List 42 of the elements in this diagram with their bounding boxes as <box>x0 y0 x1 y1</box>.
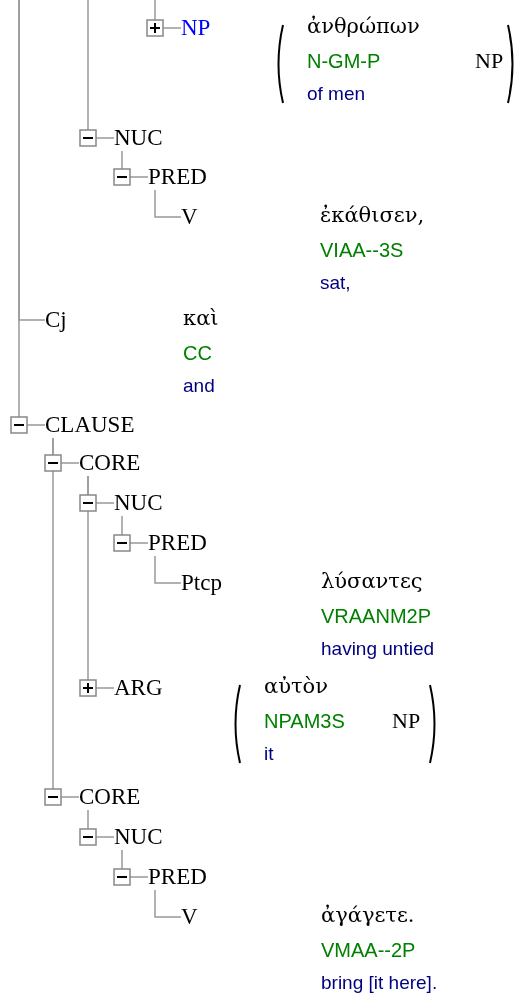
greek-word: ἀνθρώπων <box>307 13 420 39</box>
morphology-code: VMAA--2P <box>321 938 416 963</box>
tree-line <box>154 189 182 218</box>
tree-node-label: Cj <box>45 307 67 333</box>
english-gloss: of men <box>307 82 366 106</box>
tree-line <box>18 0 46 426</box>
tree-node-label: ARG <box>114 675 163 701</box>
tree-node-label: NUC <box>114 824 163 850</box>
morphology-code: NPAM3S <box>264 709 345 734</box>
phrase-label: NP <box>475 48 504 74</box>
english-gloss: having untied <box>321 637 435 661</box>
morphology-code: VIAA--3S <box>320 238 404 263</box>
morphology-code: VRAANM2P <box>321 604 432 629</box>
tree-node-label: NUC <box>114 490 163 516</box>
tree-node-label: CLAUSE <box>45 412 135 438</box>
tree-node-label: PRED <box>148 530 207 556</box>
tree-line <box>87 0 115 139</box>
morphology-code: CC <box>183 341 212 366</box>
tree-node-label: PRED <box>148 864 207 890</box>
greek-word: ἀγάγετε. <box>321 902 415 928</box>
morphology-code: N-GM-P <box>307 49 381 74</box>
tree-node-label: V <box>181 204 198 230</box>
tree-line <box>87 475 115 689</box>
english-gloss: it <box>264 742 274 766</box>
greek-word: λύσαντες <box>321 568 423 594</box>
tree-node-label: NP <box>181 15 211 41</box>
english-gloss: sat, <box>320 271 351 295</box>
greek-word: καὶ <box>183 305 219 331</box>
tree-line <box>154 555 182 584</box>
tree-node-label: CORE <box>79 784 141 810</box>
phrase-label: NP <box>392 708 421 734</box>
greek-word: αὐτὸν <box>264 673 328 699</box>
tree-line <box>52 437 80 798</box>
tree-node-label: NUC <box>114 125 163 151</box>
english-gloss: and <box>183 374 215 398</box>
greek-word: ἐκάθισεν, <box>320 202 425 228</box>
tree-node-label: V <box>181 904 198 930</box>
tree-node-label: Ptcp <box>181 570 222 596</box>
tree-node-label: PRED <box>148 164 207 190</box>
tree-line <box>154 889 182 918</box>
tree-node-label: CORE <box>79 450 141 476</box>
english-gloss: bring [it here]. <box>321 971 438 995</box>
